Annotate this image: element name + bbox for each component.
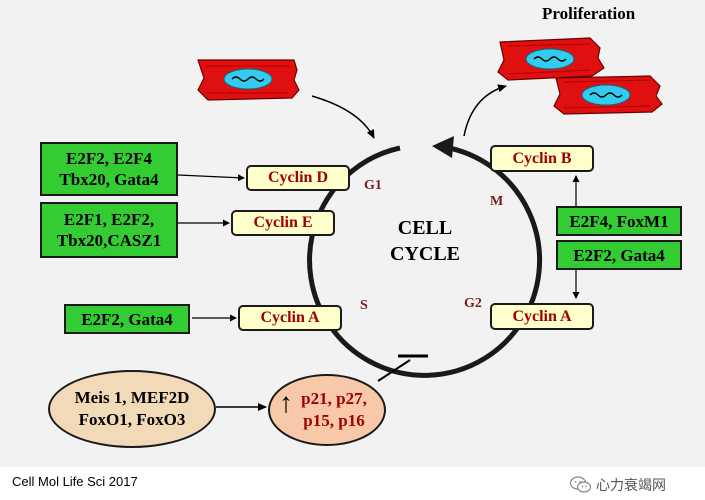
up-arrow-icon: ↑ (279, 388, 293, 419)
inhibition-line (377, 359, 411, 382)
regulators-cyclin-e: E2F1, E2F2, Tbx20,CASZ1 (40, 202, 178, 258)
cell-cycle-label-line1: CELL (397, 217, 453, 239)
cell-cycle-label-line2: CYCLE (389, 243, 460, 265)
cell-top-right (497, 37, 605, 81)
phase-m: M (490, 194, 504, 209)
regulators-cyclin-a-left: E2F2, Gata4 (64, 304, 190, 334)
cki-oval: p21, p27, p15, p16 (268, 374, 386, 446)
cyclin-a-left-box: Cyclin A (238, 305, 342, 331)
cyclin-e-box: Cyclin E (231, 210, 335, 236)
wechat-icon (570, 476, 592, 493)
proliferation-title: Proliferation (542, 4, 636, 23)
arrow-to-cyclin-d (177, 174, 245, 182)
cell-bottom-right (553, 75, 663, 115)
cycle-arrowhead (432, 136, 454, 158)
entry-arrow (311, 95, 375, 139)
cyclin-b-box: Cyclin B (490, 145, 594, 172)
phase-g2: G2 (464, 296, 482, 311)
cyclin-a-right-box: Cyclin A (490, 303, 594, 330)
upstream-factors-oval: Meis 1, MEF2D FoxO1, FoxO3 (48, 370, 216, 448)
phase-s: S (360, 298, 368, 313)
cell-cycle-label: CELL CYCLE (370, 215, 480, 267)
cyclin-d-box: Cyclin D (246, 165, 350, 191)
diagram-graphics (177, 37, 663, 411)
exit-arrow (463, 84, 507, 137)
cell-top-left (197, 59, 300, 101)
citation: Cell Mol Life Sci 2017 (12, 474, 138, 489)
watermark-text: 心力衰竭网 (596, 477, 666, 493)
phase-g1: G1 (364, 178, 382, 193)
watermark: 心力衰竭网 (570, 475, 666, 495)
regulators-cyclin-b: E2F4, FoxM1 (556, 206, 682, 236)
regulators-cyclin-a-right: E2F2, Gata4 (556, 240, 682, 270)
regulators-cyclin-d: E2F2, E2F4 Tbx20, Gata4 (40, 142, 178, 196)
